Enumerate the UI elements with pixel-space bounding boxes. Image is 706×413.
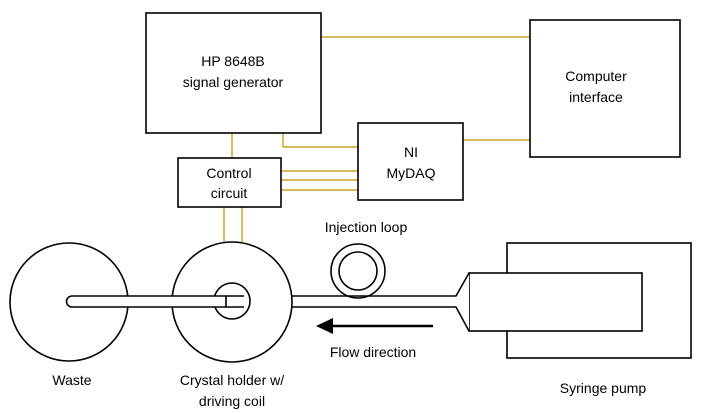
injection-loop-coil — [330, 243, 386, 299]
computer-label-1: Computer — [565, 68, 627, 84]
crystal-holder-label-2: driving coil — [199, 393, 265, 409]
tubing — [65, 295, 244, 308]
computer-interface-box — [529, 19, 681, 158]
injection-loop-outer — [330, 243, 386, 299]
injection-loop-label: Injection loop — [325, 219, 408, 235]
signal-generator-label-1: HP 8648B — [201, 53, 265, 69]
tube-waste-to-holder — [65, 295, 227, 308]
control-label-2: circuit — [211, 185, 248, 201]
control-circuit-box — [177, 157, 282, 208]
signal-generator-box — [145, 12, 322, 134]
crystal-holder-label-1: Crystal holder w/ — [180, 372, 284, 388]
flow-arrow — [316, 318, 433, 334]
syringe-pump-label: Syringe pump — [560, 380, 647, 396]
syringe-pump — [237, 242, 692, 359]
injection-loop-inner — [338, 251, 378, 291]
signal-wires — [223, 36, 530, 243]
flow-arrow-head — [316, 318, 333, 334]
daq-label-2: MyDAQ — [387, 165, 436, 181]
computer-label-2: interface — [569, 89, 623, 105]
waste-label: Waste — [52, 372, 91, 388]
daq-box — [357, 122, 464, 201]
daq-label-1: NI — [404, 144, 418, 160]
syringe-barrel — [468, 272, 643, 332]
equipment-boxes — [145, 12, 681, 208]
control-label-1: Control — [206, 165, 251, 181]
signal-generator-label-2: signal generator — [183, 74, 284, 90]
flow-direction-label: Flow direction — [330, 344, 416, 360]
